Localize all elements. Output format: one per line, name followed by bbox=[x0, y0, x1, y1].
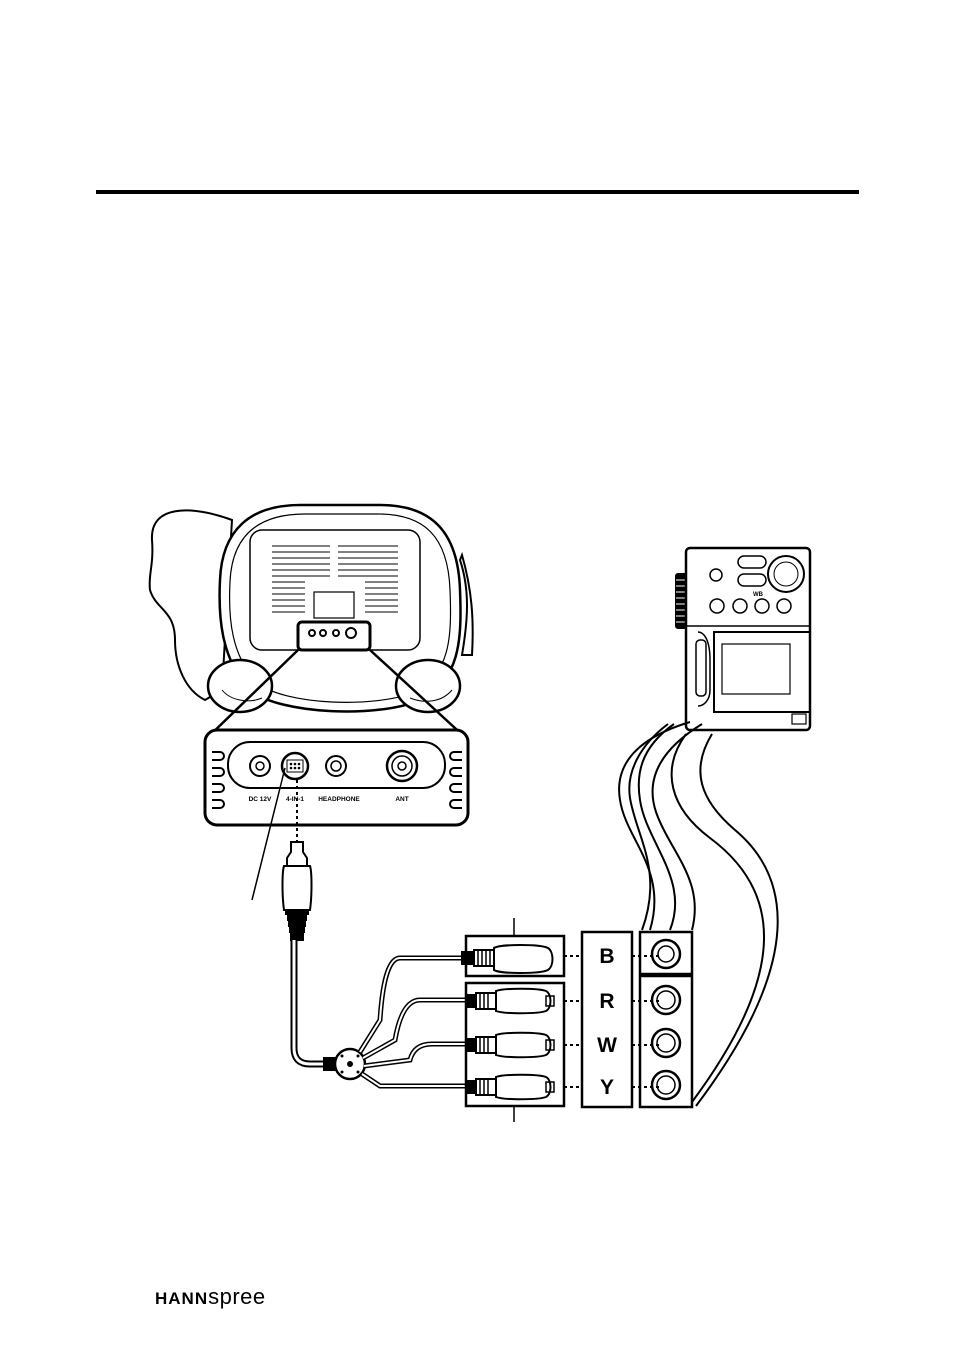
camera-av-port-box bbox=[640, 976, 692, 1107]
port-label-4in1: 4-IN-1 bbox=[286, 796, 304, 803]
camcorder-illustration: WB bbox=[676, 548, 810, 730]
label-b: B bbox=[599, 945, 614, 968]
port-label-headphone: HEADPHONE bbox=[318, 796, 360, 803]
footer-brand-logo: HANNspree bbox=[155, 1284, 266, 1310]
main-cable bbox=[294, 940, 336, 1064]
rca-jack-white bbox=[652, 1029, 680, 1057]
label-r: R bbox=[599, 990, 614, 1013]
cable-b bbox=[360, 958, 468, 1052]
tv-back-illustration bbox=[150, 505, 473, 712]
four-in-one-plug bbox=[283, 842, 312, 940]
rca-jack-yellow bbox=[652, 1071, 680, 1099]
camera-cables bbox=[619, 722, 778, 1106]
label-y: Y bbox=[600, 1076, 614, 1099]
brand-bold: HANN bbox=[155, 1289, 208, 1308]
svideo-plug bbox=[462, 945, 553, 973]
port-label-dc: DC 12V bbox=[249, 796, 272, 803]
port-label-ant: ANT bbox=[395, 796, 408, 803]
rca-plug-yellow bbox=[466, 1075, 554, 1100]
rca-plug-white bbox=[466, 1033, 554, 1058]
label-w: W bbox=[597, 1034, 617, 1057]
rca-plug-red bbox=[466, 989, 554, 1014]
camera-wb-label: WB bbox=[753, 592, 764, 598]
tv-port-panel: DC 12V 4-IN-1 HEADPHONE ANT bbox=[205, 730, 468, 825]
svideo-jack bbox=[652, 940, 680, 968]
brand-light: spree bbox=[208, 1284, 266, 1309]
